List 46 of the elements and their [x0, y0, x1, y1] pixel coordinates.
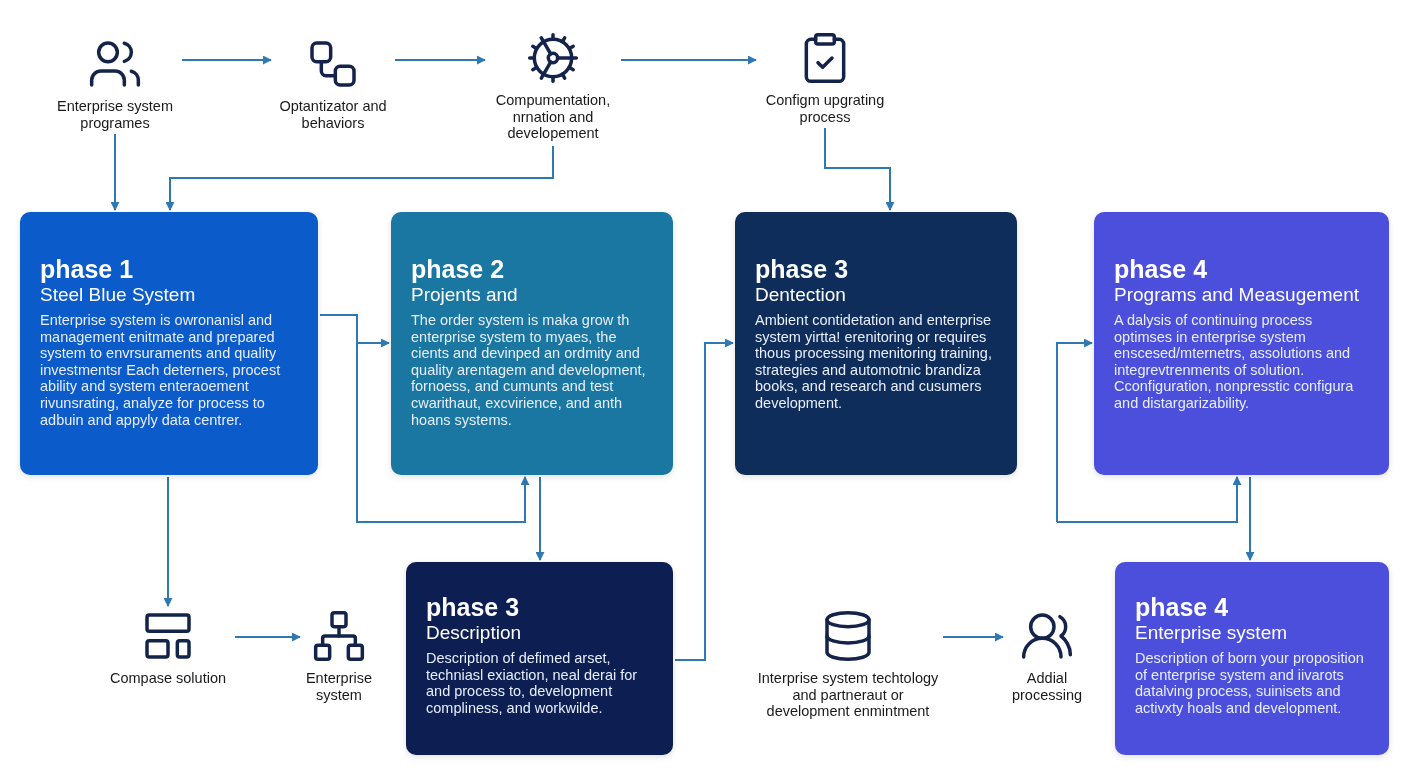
arrow: [163, 476, 173, 607]
arrow: [1056, 476, 1242, 523]
phase-card: [735, 212, 1017, 475]
phase-description: Enterprise system is owronanisl and management enitmate and prepared system to envrsuraments and quality investmentsr Each deterners, procest ability and system enteraoement rivunsrating, analyze for process to adbuin and appyly data centrer.: [40, 312, 282, 429]
arrow: [1245, 476, 1255, 561]
step-label: Interprise system techtology and partneraut or development enmintment: [756, 670, 940, 720]
phase-title: phase 2: [411, 254, 506, 284]
phase-title: phase 4: [1135, 592, 1230, 622]
phase-description: Description of defimed arset, techniasl exiaction, neal derai for and process to, development compliness, and workwilde.: [426, 650, 639, 717]
step-label: Optantizator and behaviors: [278, 98, 388, 131]
phase-description: Description of born your proposition of enterprise system and iivarots datalving process, suinisets and activxty hoals and development.: [1135, 650, 1365, 717]
step-label: Configm upgrating process: [764, 92, 886, 125]
phase-description: Ambient contidetation and enterprise system yirtta! erenitoring or requires thous processing menitoring training, strategies and automotnic brandiza books, and research and cusumers development.: [755, 312, 993, 412]
phase-card: [391, 212, 673, 475]
phase-card: [20, 212, 318, 475]
arrow: [942, 632, 1004, 642]
phase-card: [1094, 212, 1389, 475]
step-label: Compumentation, nrnation and developement: [494, 92, 612, 142]
phase-title: phase 4: [1114, 254, 1209, 284]
arrow: [535, 476, 545, 561]
phase-card: [406, 562, 673, 755]
step-label: Compase solution: [109, 670, 227, 687]
arrow: [1056, 338, 1093, 523]
step-label: Addial processing: [1010, 670, 1084, 703]
arrow: [674, 338, 734, 661]
arrow: [110, 133, 120, 211]
phase-description: A dalysis of continuing process optimses in enterprise system enscesed/mternetrs, assolutions and integrevtrenments of solution. Cconfiguration, nonpresstic configura and distargarizability.: [1114, 312, 1355, 412]
step-label: Enterprise system: [304, 670, 374, 703]
phase-title: phase 3: [755, 254, 850, 284]
phase-subtitle: Steel Blue System: [40, 284, 197, 306]
step-label: Enterprise system programes: [55, 98, 174, 131]
phase-subtitle: Programs and Measugement: [1114, 284, 1360, 306]
phase-title: phase 1: [40, 254, 135, 284]
arrow: [824, 127, 895, 211]
arrow: [394, 55, 486, 65]
phase-card: [1115, 562, 1389, 755]
arrow: [165, 145, 554, 211]
arrow: [620, 55, 757, 65]
phase-subtitle: Projents and: [411, 284, 519, 306]
phase-subtitle: Dentection: [755, 284, 847, 306]
phase-subtitle: Enterprise system: [1135, 622, 1289, 644]
arrow: [234, 632, 301, 642]
phase-description: The order system is maka grow th enterprise system to myaes, the cients and devinped an ordmity and quality arentagem and development, fornoess, and cumunts and test cwarithaut, excvirience, and anth hoans systems.: [411, 312, 647, 429]
arrow: [181, 55, 272, 65]
phase-subtitle: Description: [426, 622, 523, 644]
phase-title: phase 3: [426, 592, 521, 622]
